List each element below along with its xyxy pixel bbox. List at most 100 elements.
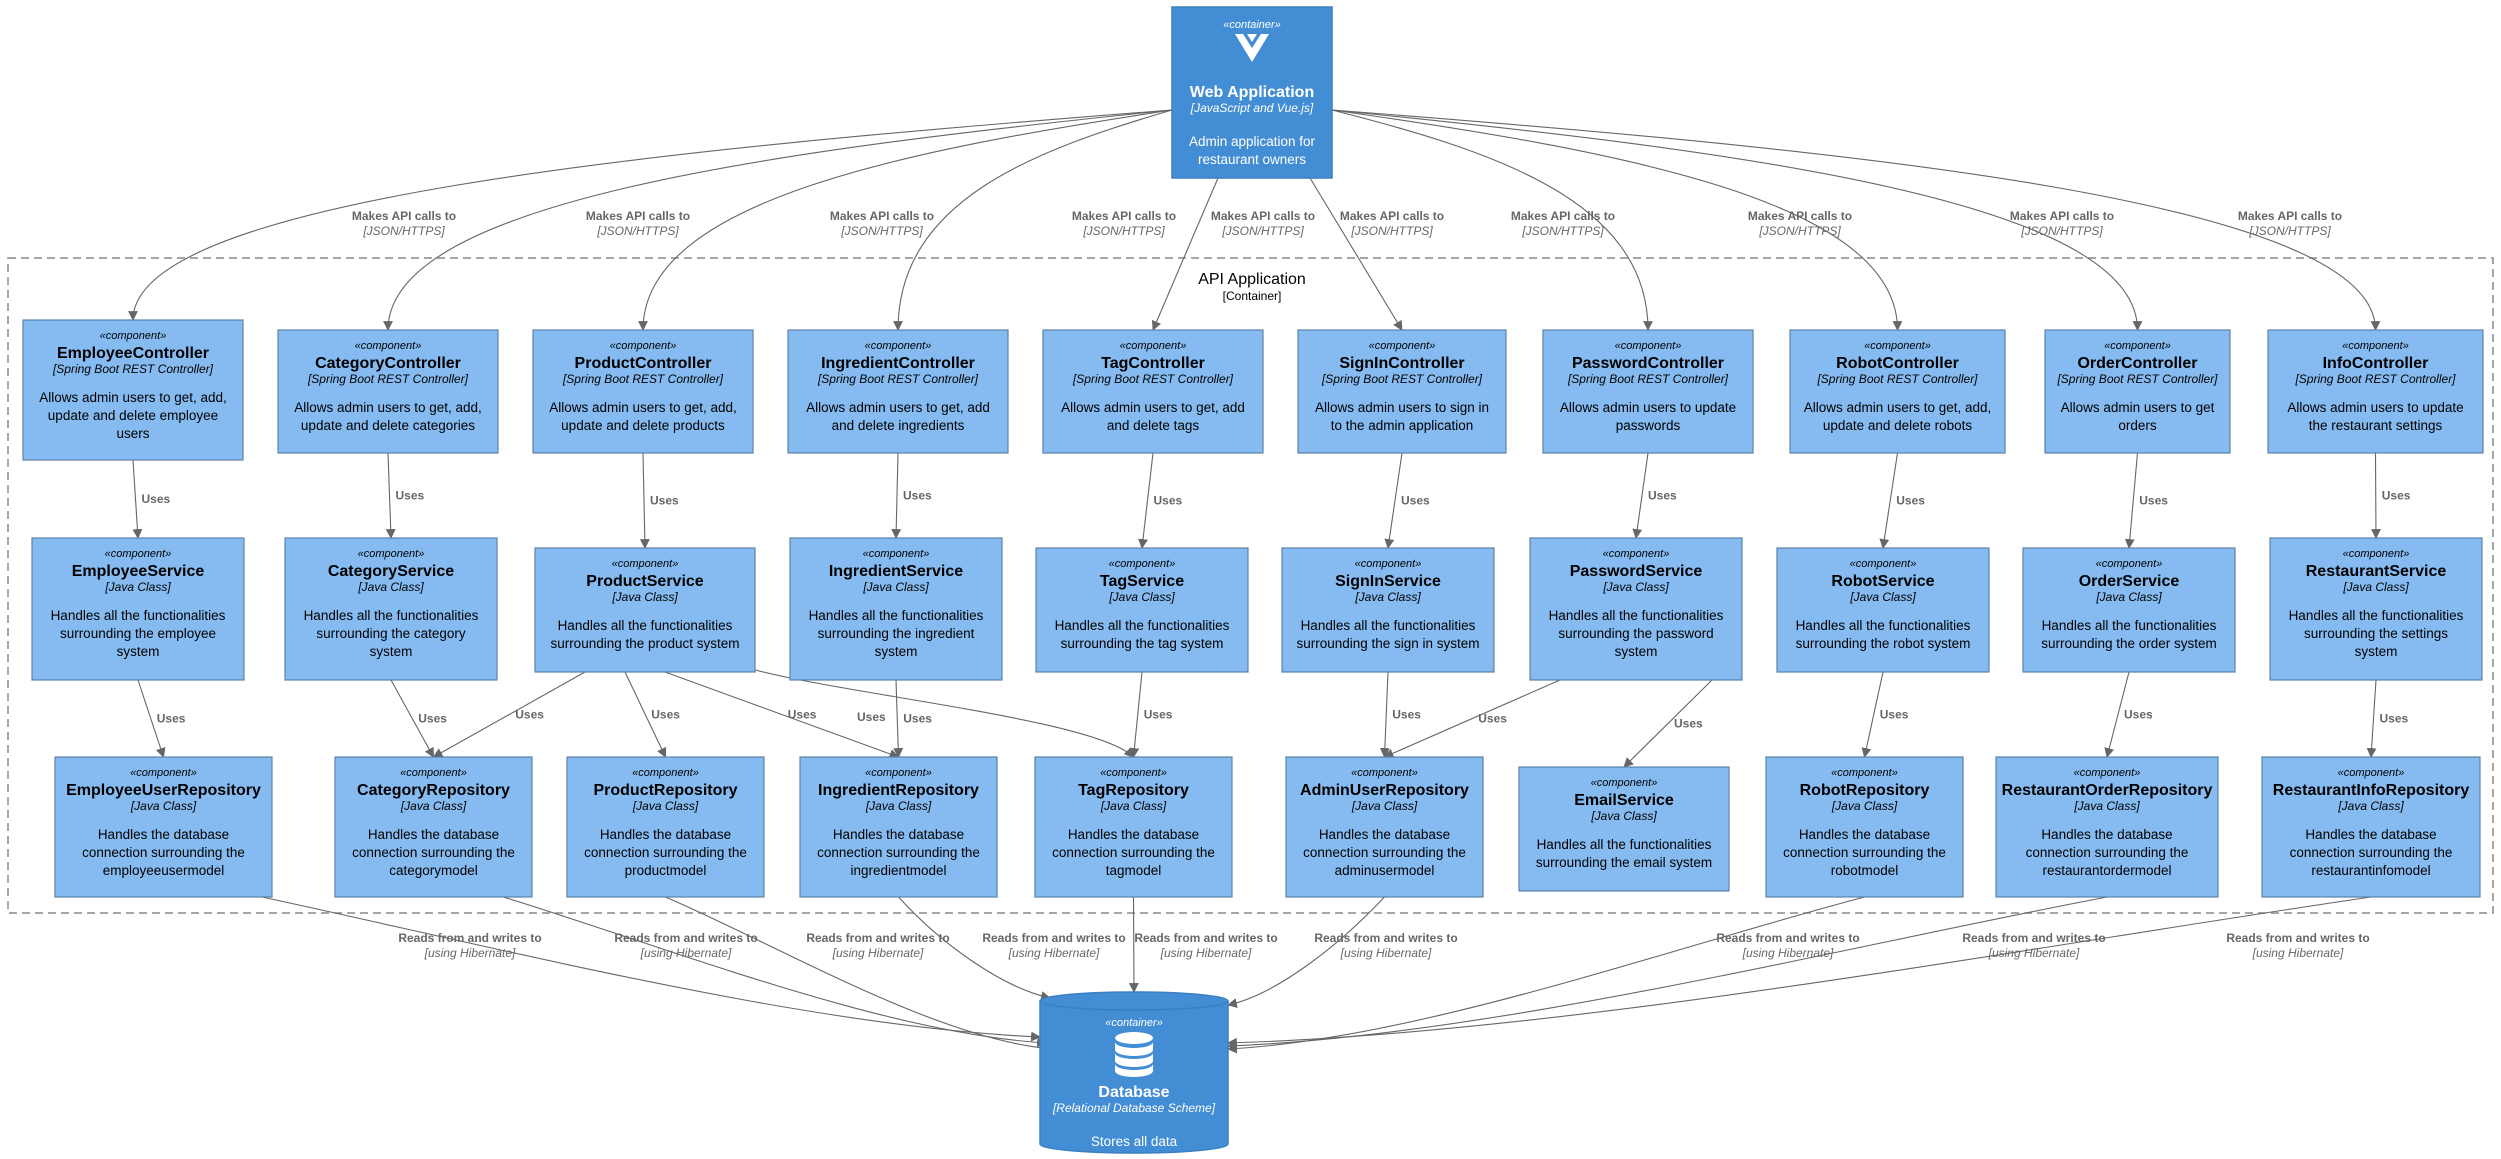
component-box bbox=[789, 537, 1003, 681]
component-name: TagController bbox=[1101, 355, 1205, 372]
relation-tech: [JSON/HTTPS] bbox=[1758, 224, 1841, 238]
relation-label: Uses bbox=[396, 489, 425, 503]
component-desc-line: surrounding the tag system bbox=[1061, 636, 1224, 651]
service-repository-arrow bbox=[734, 663, 1135, 758]
relation-label: Uses bbox=[1144, 708, 1173, 722]
component-name: RestaurantService bbox=[2306, 563, 2447, 580]
component-name: SignInService bbox=[1335, 573, 1441, 590]
component-name: CategoryService bbox=[328, 563, 454, 580]
boundary-title: API Application bbox=[1198, 271, 1306, 288]
component-stereotype: «component» bbox=[1831, 767, 1898, 779]
relation-label: Makes API calls to bbox=[2238, 209, 2342, 223]
relation-label: Reads from and writes to bbox=[1314, 931, 1457, 945]
relation-tech: [JSON/HTTPS] bbox=[840, 224, 923, 238]
service-repository-arrow bbox=[432, 671, 586, 758]
component-desc-line: connection surrounding the bbox=[1303, 845, 1466, 860]
component-desc-line: system bbox=[370, 644, 413, 659]
database-tech: [Relational Database Scheme] bbox=[1052, 1101, 1216, 1115]
component-desc-line: restaurantordermodel bbox=[2042, 863, 2171, 878]
component-desc-line: surrounding the password bbox=[1558, 626, 1713, 641]
component-desc-line: surrounding the email system bbox=[1536, 855, 1712, 870]
component-box bbox=[787, 329, 1009, 454]
component-box bbox=[1034, 756, 1233, 898]
service-repository-arrow bbox=[1623, 679, 1713, 768]
component-box bbox=[22, 319, 244, 461]
component-name: ProductController bbox=[575, 355, 712, 372]
component-stereotype: «component» bbox=[1351, 767, 1418, 779]
component-name: RobotRepository bbox=[1800, 782, 1930, 799]
component-desc-line: ingredientmodel bbox=[850, 863, 946, 878]
service-repository-arrow bbox=[2104, 671, 2130, 758]
component-tech: [Java Class] bbox=[1354, 590, 1421, 604]
component-name: PasswordController bbox=[1572, 355, 1724, 372]
component-box bbox=[31, 537, 245, 681]
order-controller-uses-arrow bbox=[2124, 452, 2139, 549]
component-desc-line: orders bbox=[2118, 418, 2157, 433]
tag-service: «component»TagService[Java Class]Handles… bbox=[1035, 547, 1249, 673]
component-name: RestaurantInfoRepository bbox=[2273, 782, 2470, 799]
component-desc-line: Handles all the functionalities bbox=[2289, 608, 2464, 623]
component-name: EmployeeController bbox=[57, 345, 209, 362]
ingredient-repository-db-arrow bbox=[898, 896, 1051, 1001]
component-desc-line: surrounding the settings bbox=[2304, 626, 2448, 641]
component-desc-line: Allows admin users to get, add bbox=[1061, 400, 1245, 415]
component-name: RobotService bbox=[1831, 573, 1934, 590]
component-name: PasswordService bbox=[1570, 563, 1703, 580]
component-desc-line: system bbox=[875, 644, 918, 659]
component-box bbox=[1281, 547, 1495, 673]
component-tech: [Java Class] bbox=[2095, 590, 2162, 604]
component-desc-line: Handles all the functionalities bbox=[1796, 618, 1971, 633]
signin-service: «component»SignInService[Java Class]Hand… bbox=[1281, 547, 1495, 673]
employee-service: «component»EmployeeService[Java Class]Ha… bbox=[31, 537, 245, 681]
relationship-labels: Makes API calls to [JSON/HTTPS] Makes API … bbox=[142, 209, 2411, 960]
boundary-type: [Container] bbox=[1223, 289, 1282, 303]
component-desc-line: employeeusermodel bbox=[103, 863, 225, 878]
component-desc-line: Handles all the functionalities bbox=[2042, 618, 2217, 633]
relation-tech: [using Hibernate] bbox=[1008, 946, 1100, 960]
relation-label: Reads from and writes to bbox=[614, 931, 757, 945]
tag-repository-db-arrow bbox=[1128, 896, 1139, 993]
component-tech: [Java Class] bbox=[632, 799, 699, 813]
relation-label: Makes API calls to bbox=[1072, 209, 1176, 223]
ingredient-service: «component»IngredientService[Java Class]… bbox=[789, 537, 1003, 681]
info-controller-uses-arrow bbox=[2370, 452, 2381, 539]
api-application-boundary: API Application [Container] bbox=[7, 257, 2494, 914]
component-desc-line: system bbox=[117, 644, 160, 659]
category-controller-api-arrow bbox=[383, 109, 1173, 331]
component-tech: [Java Class] bbox=[1831, 799, 1898, 813]
product-service: «component»ProductService[Java Class]Han… bbox=[534, 547, 756, 673]
restaurant-info-repository-db-arrow bbox=[1227, 896, 2372, 1048]
component-tech: [Spring Boot REST Controller] bbox=[52, 362, 214, 376]
relation-label: Makes API calls to bbox=[1211, 209, 1315, 223]
component-desc-line: Handles the database bbox=[2305, 827, 2436, 842]
component-name: EmployeeService bbox=[72, 563, 205, 580]
component-stereotype: «component» bbox=[2342, 340, 2409, 352]
admin-user-repository: «component»AdminUserRepository[Java Clas… bbox=[1285, 756, 1484, 898]
relation-label: Uses bbox=[142, 492, 171, 506]
component-name: IngredientRepository bbox=[818, 782, 979, 799]
component-tech: [Spring Boot REST Controller] bbox=[1567, 372, 1729, 386]
category-repository-db-arrow bbox=[503, 896, 1047, 1048]
relation-tech: [using Hibernate] bbox=[1742, 946, 1834, 960]
robot-service: «component»RobotService[Java Class]Handl… bbox=[1776, 547, 1990, 673]
component-stereotype: «component» bbox=[1591, 777, 1658, 789]
password-controller-api-arrow bbox=[1331, 109, 1653, 331]
component-desc-line: surrounding the order system bbox=[2041, 636, 2217, 651]
component-tech: [Java Class] bbox=[862, 580, 929, 594]
component-tech: [Spring Boot REST Controller] bbox=[817, 372, 979, 386]
database-icon bbox=[1115, 1032, 1153, 1077]
component-box bbox=[2267, 329, 2484, 454]
component-desc-line: connection surrounding the bbox=[1783, 845, 1946, 860]
component-desc-line: Allows admin users to get, add, bbox=[549, 400, 737, 415]
component-stereotype: «component» bbox=[1850, 558, 1917, 570]
relation-label: Reads from and writes to bbox=[1962, 931, 2105, 945]
component-desc-line: Handles all the functionalities bbox=[809, 608, 984, 623]
component-box bbox=[534, 547, 756, 673]
info-controller: «component»InfoController[Spring Boot RE… bbox=[2267, 329, 2484, 454]
relation-tech: [JSON/HTTPS] bbox=[596, 224, 679, 238]
component-box bbox=[2261, 756, 2481, 898]
robot-controller-uses-arrow bbox=[1879, 452, 1899, 549]
component-desc-line: Allows admin users to get, add, bbox=[294, 400, 482, 415]
signin-controller: «component»SignInController[Spring Boot … bbox=[1297, 329, 1507, 454]
